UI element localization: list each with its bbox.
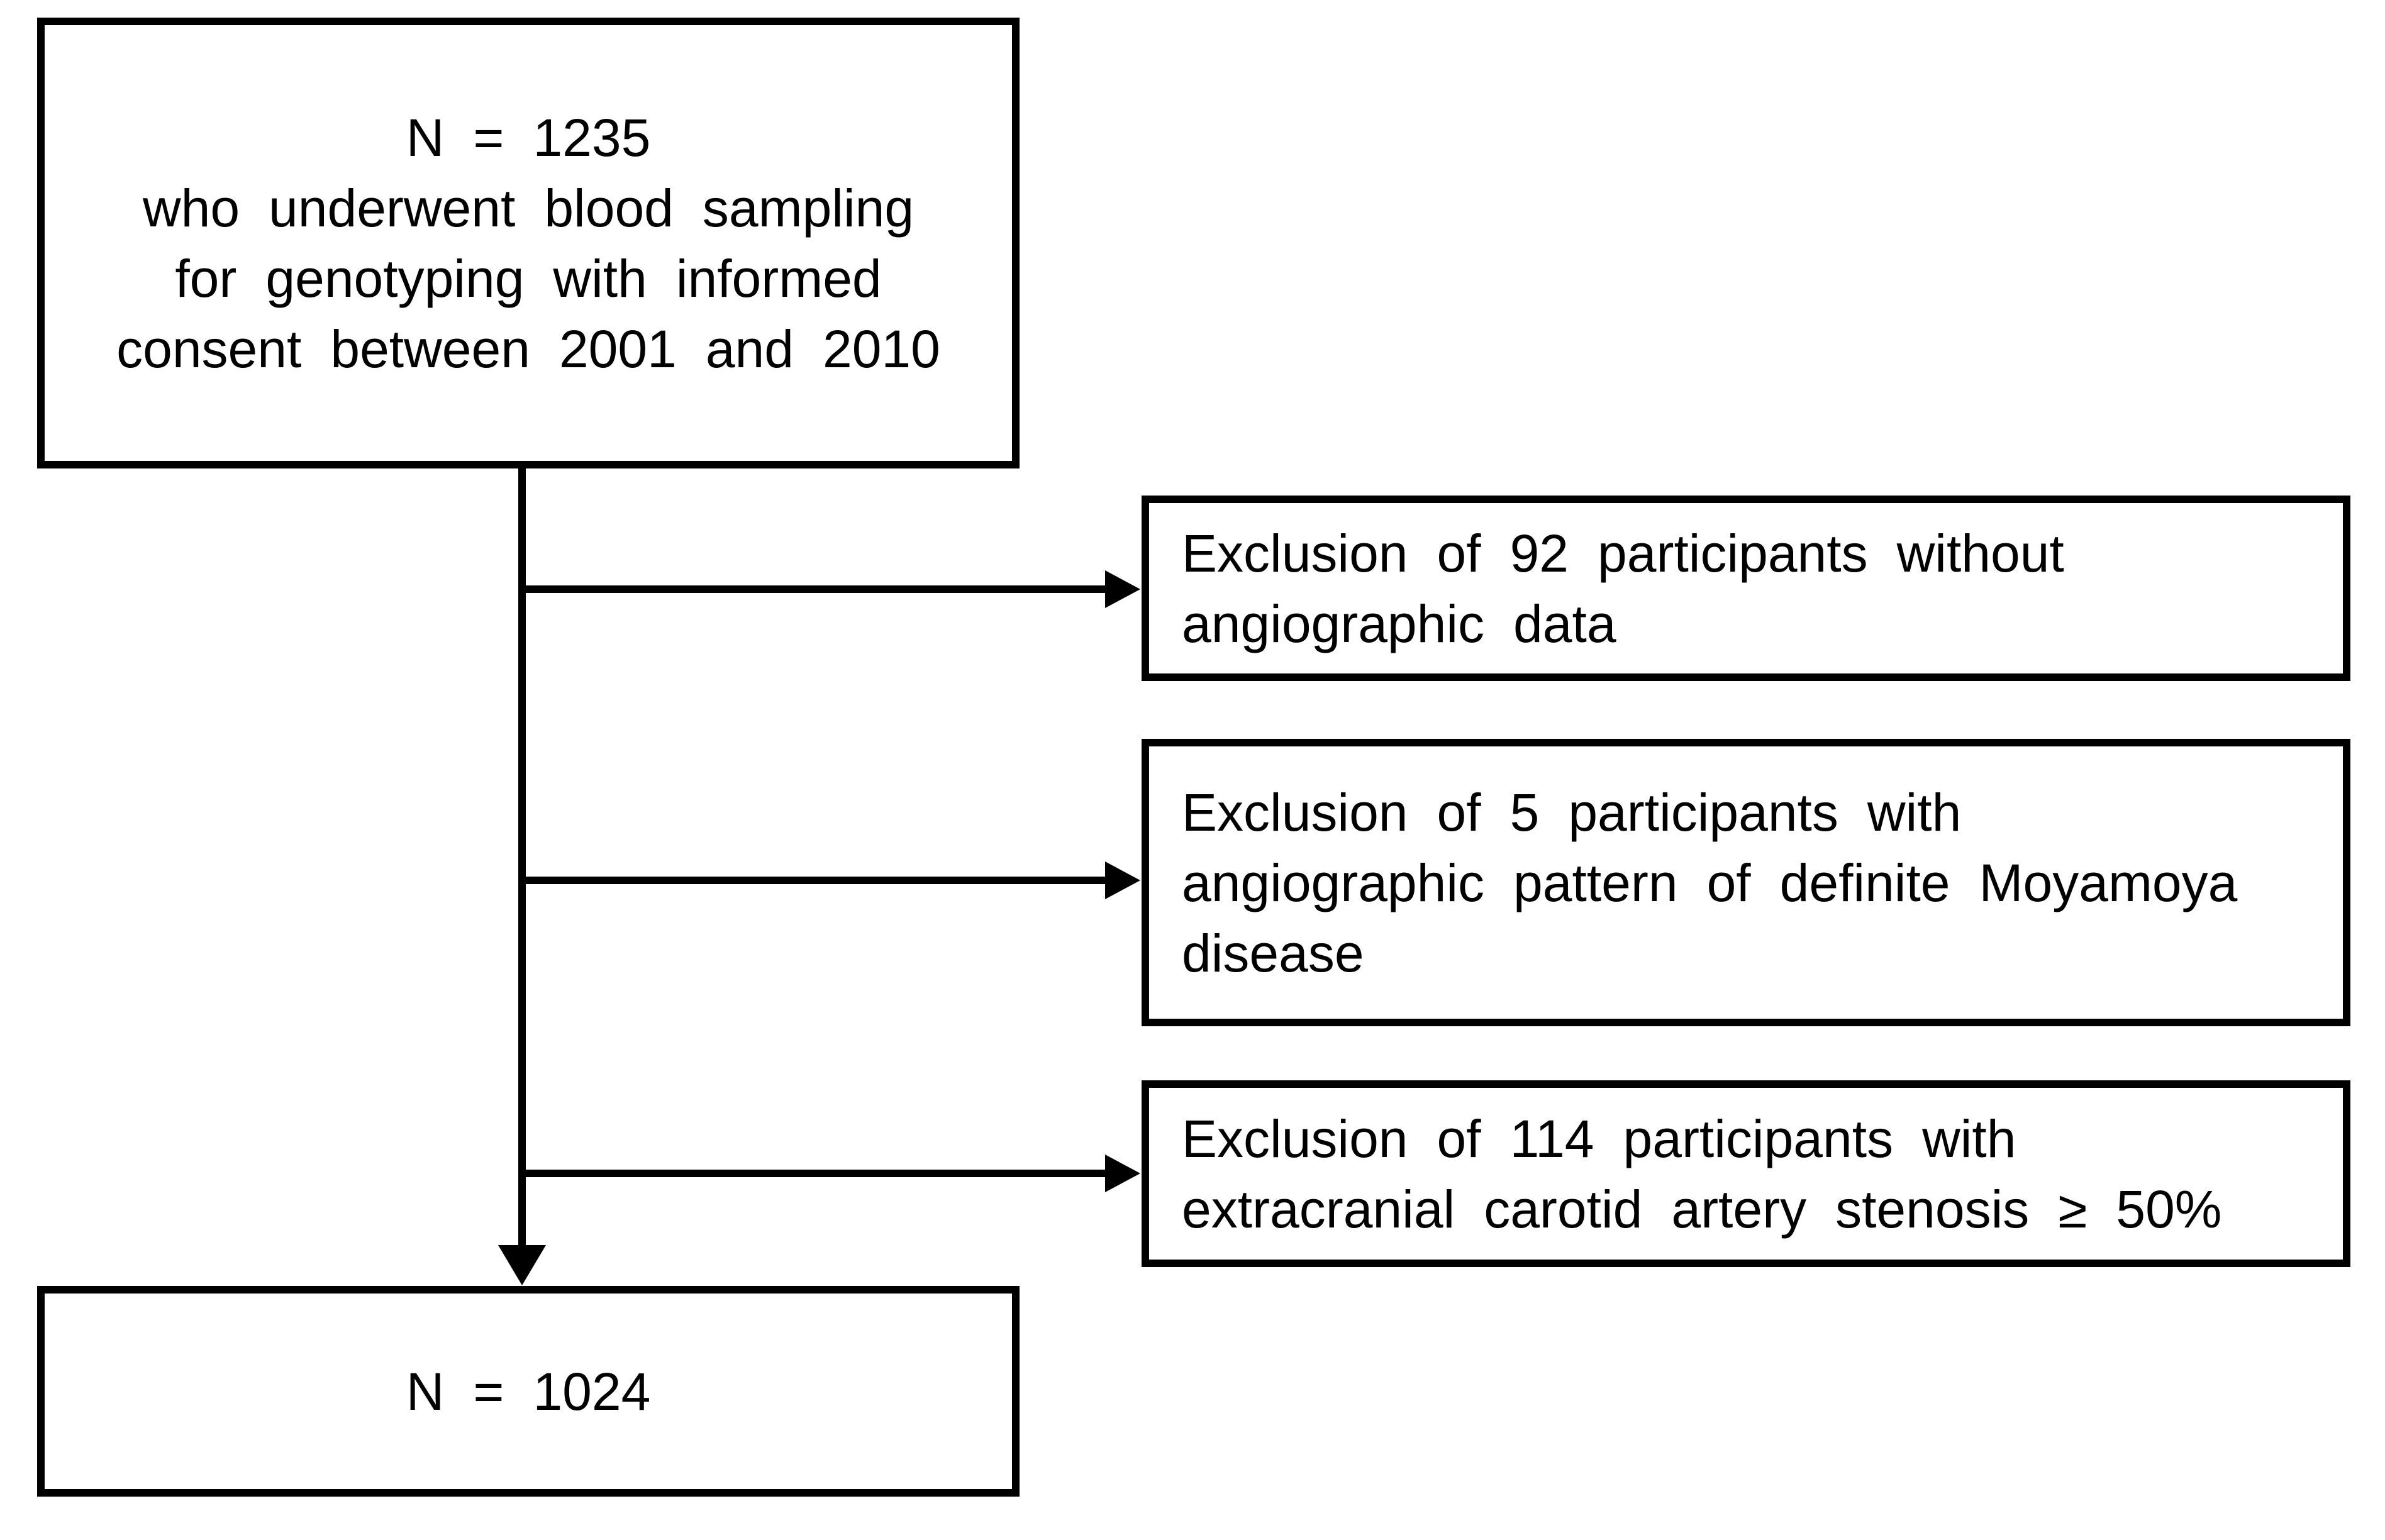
exclusion-1-line-2: angiographic data <box>1182 594 1616 653</box>
enrolled-count-text: N = 1235 <box>406 108 651 167</box>
right-arrowhead-icon-2 <box>1105 861 1140 899</box>
right-arrowhead-icon-3 <box>1105 1155 1140 1192</box>
box-enrolled-participants: N = 1235 who underwent blood sampling fo… <box>37 18 1020 468</box>
vertical-connector-line <box>518 468 526 1251</box>
box-final-sample: N = 1024 <box>37 1286 1020 1497</box>
enrolled-desc-line-1: who underwent blood sampling <box>142 178 915 238</box>
box-exclusion-carotid-stenosis: Exclusion of 114 participants with extra… <box>1142 1080 2350 1267</box>
exclusion-3-line-2: extracranial carotid artery stenosis ≥ 5… <box>1182 1179 2222 1239</box>
final-count-text: N = 1024 <box>406 1361 651 1421</box>
box-exclusion-moyamoya-disease: Exclusion of 5 participants with angiogr… <box>1142 739 2350 1026</box>
enrolled-desc-line-2: for genotyping with informed <box>175 248 882 308</box>
branch-connector-3 <box>522 1170 1108 1177</box>
exclusion-3-line-1: Exclusion of 114 participants with <box>1182 1109 2016 1168</box>
exclusion-2-line-3: disease <box>1182 923 1364 983</box>
box-exclusion-no-angiographic-data: Exclusion of 92 participants without ang… <box>1142 496 2350 681</box>
exclusion-1-line-1: Exclusion of 92 participants without <box>1182 523 2064 583</box>
branch-connector-2 <box>522 877 1108 884</box>
down-arrowhead-icon <box>498 1245 546 1285</box>
right-arrowhead-icon-1 <box>1105 570 1140 608</box>
branch-connector-1 <box>522 585 1108 593</box>
exclusion-2-line-1: Exclusion of 5 participants with <box>1182 782 1962 842</box>
enrolled-desc-line-3: consent between 2001 and 2010 <box>116 319 940 379</box>
exclusion-2-line-2: angiographic pattern of definite Moyamoy… <box>1182 853 2238 912</box>
